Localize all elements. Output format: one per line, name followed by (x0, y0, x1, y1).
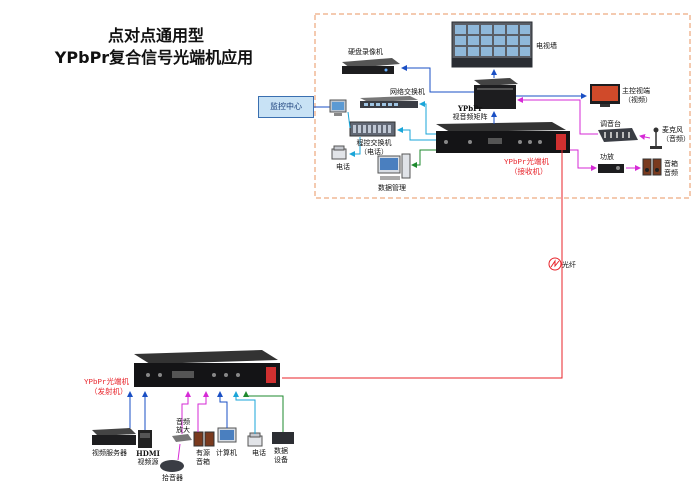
speaker-label-line1: 音箱 (664, 160, 678, 168)
video-server-device (92, 428, 136, 445)
matrix-device (474, 78, 518, 109)
transmitter-label-line1: YPbPr光端机 (84, 379, 130, 387)
hdmi-source-device (138, 430, 152, 448)
main-monitor-device (590, 84, 620, 107)
network-switch-label: 网络交换机 (390, 88, 425, 96)
mixer-label: 调音台 (600, 120, 621, 128)
microphone-device (650, 127, 662, 149)
data-device-label-line2: 设备 (274, 456, 288, 464)
mixer-device (598, 128, 638, 142)
pickup-to-audioamp (177, 443, 181, 461)
phone-top-device (331, 145, 347, 160)
workstation-icon (329, 99, 347, 116)
speaker-device (642, 158, 662, 176)
matrix-label-line1: YPbPr (457, 104, 483, 113)
matrix-to-dvr (401, 65, 474, 93)
transmitter-to-speaker (197, 391, 209, 432)
main-monitor-label-line1: 主控视端 (622, 87, 650, 95)
tv-wall-device (451, 21, 533, 68)
data-management-label: 数据管理 (378, 184, 406, 192)
pickup-device (160, 460, 184, 472)
diagram-title-line1: 点对点通用型 (107, 26, 204, 45)
data-device (272, 432, 294, 444)
computer-device (217, 427, 237, 443)
dvr-device (342, 58, 400, 74)
pbx-device (349, 121, 396, 137)
pbx-to-phone (349, 137, 361, 157)
phone-bottom-label: 电话 (252, 449, 266, 457)
main-monitor-label-line2: （视频） (624, 96, 652, 104)
active-speaker-label-line1: 有源 (196, 449, 210, 457)
data-to-transmitter (243, 391, 284, 432)
fiber-icon (548, 257, 562, 271)
hdmi-label-line2: 视频源 (137, 458, 159, 466)
receiver-device (436, 122, 570, 153)
audio-amp-label-line2: 放大 (176, 426, 190, 434)
microphone-to-mixer (639, 134, 651, 140)
hdmi-label-line1: HDMI (136, 449, 160, 458)
active-speaker-label-line2: 音箱 (196, 458, 210, 466)
network-switch-device (360, 96, 418, 108)
audioamp-to-transmitter (181, 391, 191, 434)
pickup-label: 拾音器 (162, 474, 183, 482)
data-device-label-line1: 数据 (274, 447, 288, 455)
tv-wall-label: 电视墙 (536, 42, 557, 50)
speaker-label-line2: 音频 (664, 169, 678, 177)
transmitter-label-line2: （发射机） (90, 389, 128, 397)
diagram-title-line2: YPbPr复合信号光端机应用 (54, 48, 254, 67)
control-center-box: 监控中心 (258, 96, 314, 118)
pbx-to-workstation (347, 111, 351, 129)
receiver-to-pbx (397, 127, 436, 141)
receiver-label-line1: YPbPr光端机 (504, 159, 550, 167)
receiver-to-network-switch (419, 101, 436, 135)
data-management-device (377, 153, 411, 180)
pbx-label-line2: （电话） (360, 148, 388, 156)
mixer-to-matrix (517, 97, 598, 135)
active-speaker-device (193, 431, 215, 447)
phone-top-label: 电话 (336, 163, 350, 171)
audio-amp-device (172, 434, 192, 442)
receiver-to-data-mgmt (411, 149, 436, 168)
amplifier-device (598, 164, 624, 173)
transmitter-device (134, 350, 280, 387)
microphone-label-line1: 麦克风 (662, 126, 683, 134)
video-server-label: 视频服务器 (92, 449, 127, 457)
computer-label: 计算机 (216, 449, 237, 457)
fiber-label: 光纤 (562, 261, 576, 269)
pbx-label-line1: 程控交换机 (356, 139, 392, 147)
phone-bottom-device (247, 432, 263, 447)
fiber-link (282, 150, 563, 379)
matrix-label-line2: 视音频矩阵 (452, 113, 488, 121)
audio-amp-label-line1: 音频 (176, 418, 190, 426)
dvr-label: 硬盘录像机 (348, 48, 383, 56)
microphone-label-line2: （音频） (662, 135, 690, 143)
receiver-label-line2: （接收机） (510, 169, 548, 177)
phone-to-transmitter (233, 391, 256, 434)
computer-to-transmitter (217, 391, 228, 428)
receiver-to-amplifier (570, 149, 597, 171)
amplifier-label: 功放 (600, 153, 614, 161)
monitoring-area-frame (314, 13, 691, 199)
